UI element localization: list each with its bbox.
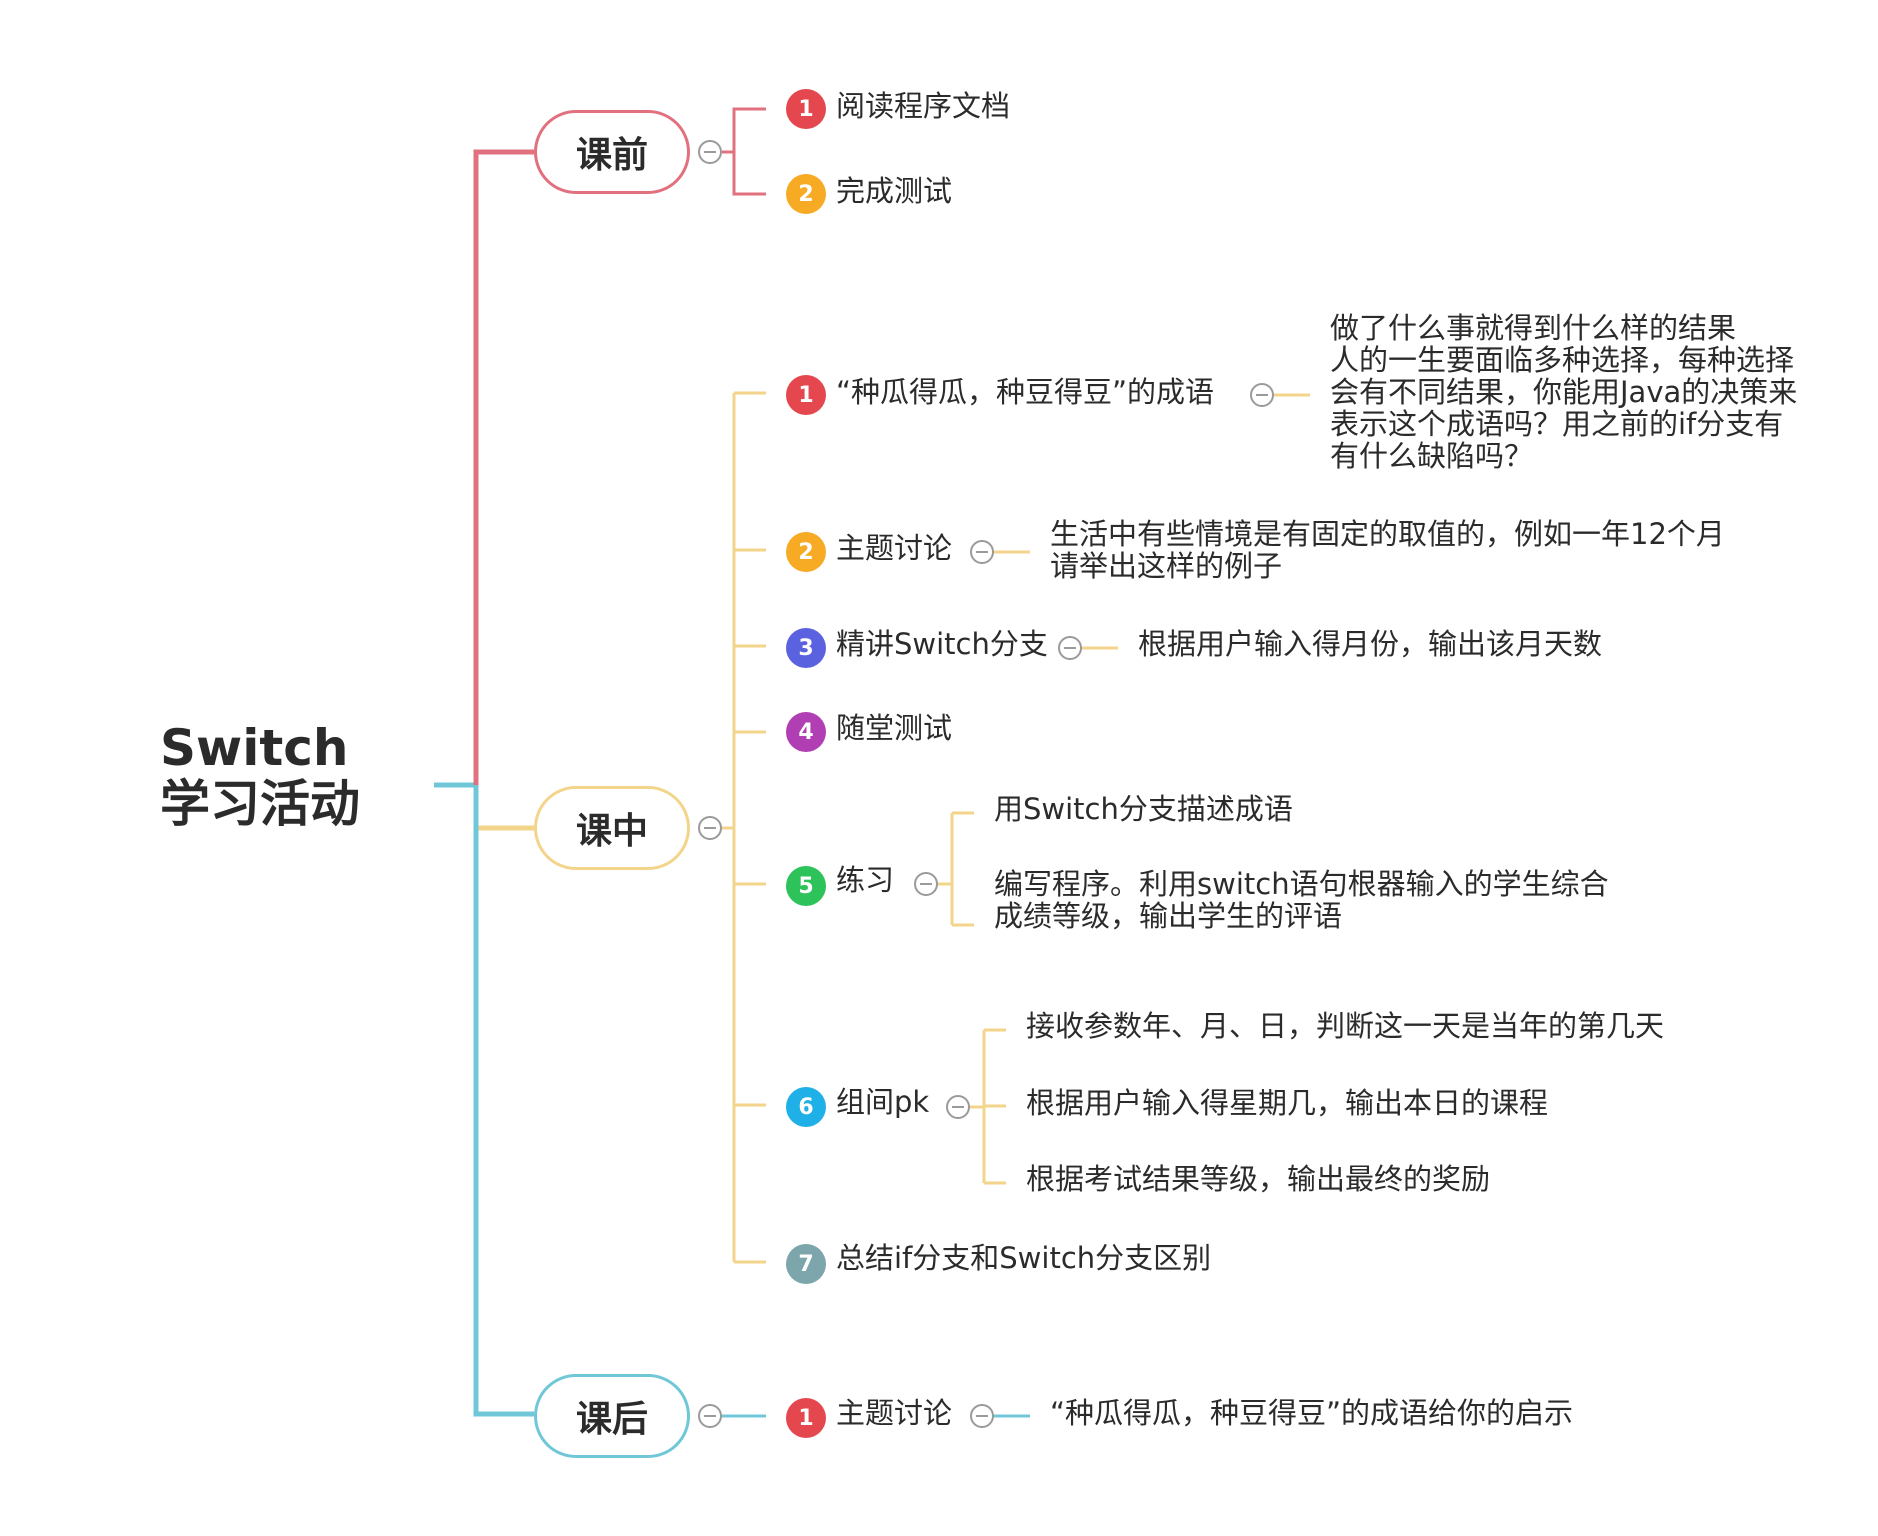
topic-before-label: 课前 — [575, 135, 648, 176]
item-before-1: 阅读程序文档 — [836, 89, 1011, 123]
sub-during-6-1: 接收参数年、月、日，判断这一天是当年的第几天 — [1026, 1009, 1665, 1043]
note-during-2-line1: 生活中有些情境是有固定的取值的，例如一年12个月 — [1050, 517, 1725, 551]
item-before-2: 完成测试 — [836, 174, 953, 208]
item-during-7: 总结if分支和Switch分支区别 — [836, 1241, 1212, 1275]
sub-during-5-1: 用Switch分支描述成语 — [994, 792, 1293, 826]
connector-subs-5 — [936, 811, 974, 927]
root-title-line1: Switch — [160, 719, 349, 777]
connector-before-items — [722, 107, 766, 196]
badge-during-6: 6 — [786, 1087, 826, 1127]
collapse-icon[interactable] — [698, 1404, 722, 1428]
item-during-5: 练习 — [836, 863, 895, 897]
connector-during-spine — [722, 393, 736, 1262]
root-title-line2: 学习活动 — [160, 775, 360, 833]
item-after-1: 主题讨论 — [836, 1396, 953, 1430]
note-during-1-line5: 有什么缺陷吗？ — [1330, 439, 1534, 473]
sub-during-5-2-line1: 编写程序。利用switch语句根器输入的学生综合 — [994, 867, 1609, 901]
topic-after[interactable]: 课后 — [534, 1374, 690, 1458]
badge-after-1: 1 — [786, 1398, 826, 1438]
connector-during-items — [734, 391, 766, 1264]
collapse-icon[interactable] — [1058, 636, 1082, 660]
badge-before-2: 2 — [786, 174, 826, 214]
sub-during-6-3: 根据考试结果等级，输出最终的奖励 — [1026, 1162, 1491, 1196]
collapse-icon[interactable] — [698, 140, 722, 164]
item-during-4: 随堂测试 — [836, 711, 953, 745]
item-during-1: “种瓜得瓜，种豆得豆”的成语 — [836, 375, 1215, 409]
badge-during-7: 7 — [786, 1244, 826, 1284]
sub-during-5-2-line2: 成绩等级，输出学生的评语 — [994, 899, 1343, 933]
collapse-icon[interactable] — [946, 1095, 970, 1119]
note-during-1-line3: 会有不同结果，你能用Java的决策来 — [1330, 375, 1798, 409]
badge-during-4: 4 — [786, 712, 826, 752]
sub-during-6-2: 根据用户输入得星期几，输出本日的课程 — [1026, 1086, 1549, 1120]
topic-during[interactable]: 课中 — [534, 786, 690, 870]
note-after-1: “种瓜得瓜，种豆得豆”的成语给你的启示 — [1050, 1396, 1574, 1430]
note-during-2-line2: 请举出这样的例子 — [1050, 549, 1283, 583]
note-during-1-line2: 人的一生要面临多种选择，每种选择 — [1330, 343, 1795, 377]
collapse-icon[interactable] — [970, 1404, 994, 1428]
badge-during-5: 5 — [786, 866, 826, 906]
collapse-icon[interactable] — [914, 872, 938, 896]
connector-subs-6 — [968, 1028, 1006, 1185]
collapse-icon[interactable] — [970, 540, 994, 564]
badge-before-1: 1 — [786, 89, 826, 129]
note-during-3: 根据用户输入得月份，输出该月天数 — [1138, 627, 1603, 661]
connector-after — [473, 785, 534, 1417]
topic-after-label: 课后 — [575, 1399, 648, 1440]
item-during-3: 精讲Switch分支 — [836, 627, 1048, 661]
note-during-1-line1: 做了什么事就得到什么样的结果 — [1330, 311, 1737, 345]
topic-before[interactable]: 课前 — [534, 110, 690, 194]
collapse-icon[interactable] — [698, 816, 722, 840]
badge-during-3: 3 — [786, 628, 826, 668]
topic-during-label: 课中 — [575, 811, 648, 852]
item-during-2: 主题讨论 — [836, 531, 953, 565]
badge-during-1: 1 — [786, 375, 826, 415]
connector-before — [473, 149, 534, 785]
collapse-icon[interactable] — [1250, 383, 1274, 407]
badge-during-2: 2 — [786, 532, 826, 572]
item-during-6: 组间pk — [836, 1085, 930, 1119]
note-during-1-line4: 表示这个成语吗？用之前的if分支有 — [1330, 407, 1784, 441]
